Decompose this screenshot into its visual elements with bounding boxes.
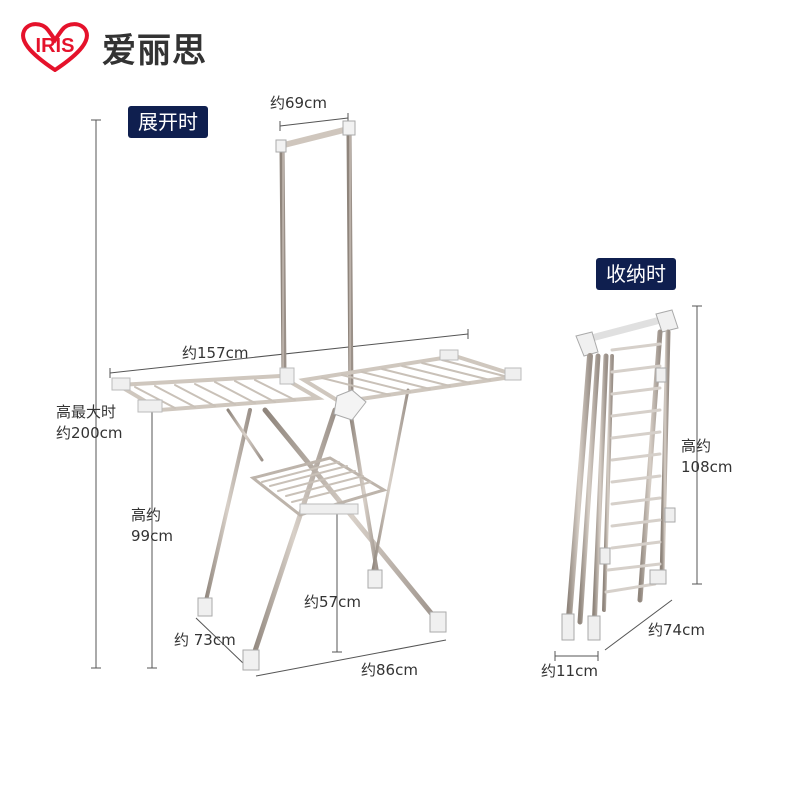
badge-expanded: 展开时 xyxy=(128,106,208,138)
label-folded-thickness: 约11cm xyxy=(541,662,598,680)
brand-name: 爱丽思 xyxy=(102,30,207,71)
label-base-width: 约86cm xyxy=(361,661,418,679)
logo-text: IRIS xyxy=(36,35,75,57)
expanded-rack xyxy=(111,120,522,671)
label-depth: 约 73cm xyxy=(174,631,236,649)
folded-rack xyxy=(561,309,679,641)
badge-folded: 收纳时 xyxy=(596,258,676,290)
dimension-lines xyxy=(91,113,702,677)
label-folded-depth: 约74cm xyxy=(648,621,705,639)
label-span-width: 约157cm xyxy=(182,344,249,362)
label-top-width: 约69cm xyxy=(270,94,327,112)
label-folded-height-1: 高约 xyxy=(681,437,712,455)
label-height-1: 高约 xyxy=(131,506,162,524)
label-inner-height: 约57cm xyxy=(304,593,361,611)
label-height-2: 99cm xyxy=(131,527,173,545)
label-max-height-1: 高最大时 xyxy=(56,403,117,421)
iris-heart-logo-icon: IRIS xyxy=(18,22,92,73)
brand-logo: IRIS 爱丽思 xyxy=(18,22,207,73)
label-max-height-2: 约200cm xyxy=(56,424,123,442)
label-folded-height-2: 108cm xyxy=(681,458,733,476)
